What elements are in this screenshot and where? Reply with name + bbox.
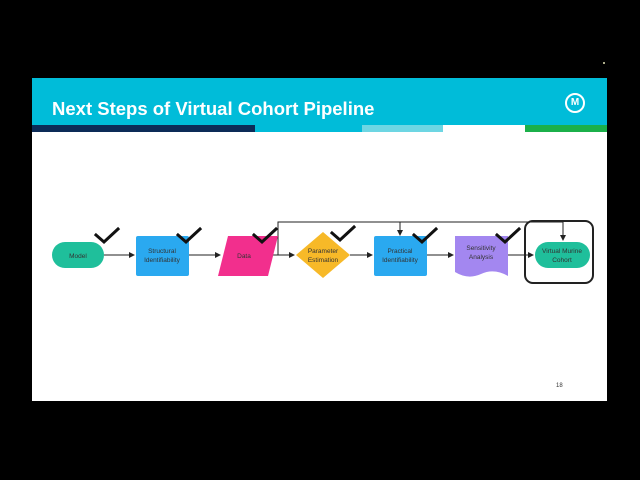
node-label: Practical xyxy=(388,248,413,255)
node-label: Estimation xyxy=(308,257,339,264)
node-label: Identifiability xyxy=(144,257,181,264)
checkmark-icon xyxy=(251,226,279,245)
node-label: Cohort xyxy=(552,257,572,264)
node-label: Data xyxy=(237,253,251,260)
node-label: Identifiability xyxy=(382,257,419,264)
checkmark-icon xyxy=(93,226,121,245)
slide: Next Steps of Virtual Cohort Pipeline M … xyxy=(32,78,607,401)
node-label: Parameter xyxy=(308,248,339,255)
checkmark-icon xyxy=(329,224,357,243)
node-virtual-murine-cohort xyxy=(535,242,590,268)
node-label: Model xyxy=(69,253,87,260)
highlight-box xyxy=(524,220,594,284)
node-parameter-estimation xyxy=(296,232,350,278)
slide-number: 18 xyxy=(556,383,563,389)
slide-title: Next Steps of Virtual Cohort Pipeline xyxy=(52,98,375,119)
node-data xyxy=(218,236,278,276)
node-label: Virtual Murine xyxy=(542,248,582,255)
pipeline-diagram: Model Structural Identifiability Data Pa… xyxy=(52,220,594,284)
stripe-navy xyxy=(32,125,255,132)
logo-icon: M xyxy=(565,93,585,113)
node-structural-identifiability xyxy=(136,236,189,276)
node-practical-identifiability xyxy=(374,236,427,276)
stripe-white xyxy=(443,125,525,132)
feedback-line xyxy=(277,221,566,255)
node-label: Analysis xyxy=(469,254,494,261)
node-sensitivity-analysis xyxy=(455,236,508,277)
screen-artifact-dot xyxy=(603,62,605,64)
stripe-green xyxy=(525,125,607,132)
checkmark-icon xyxy=(175,226,203,245)
slide-header: Next Steps of Virtual Cohort Pipeline M xyxy=(32,78,607,125)
stripe-cyan xyxy=(255,125,362,132)
checkmark-icon xyxy=(494,226,522,245)
node-label: Sensitivity xyxy=(466,245,496,252)
stripe-light xyxy=(362,125,443,132)
node-model xyxy=(52,242,104,268)
node-label: Structural xyxy=(148,248,176,255)
checkmark-icon xyxy=(411,226,439,245)
